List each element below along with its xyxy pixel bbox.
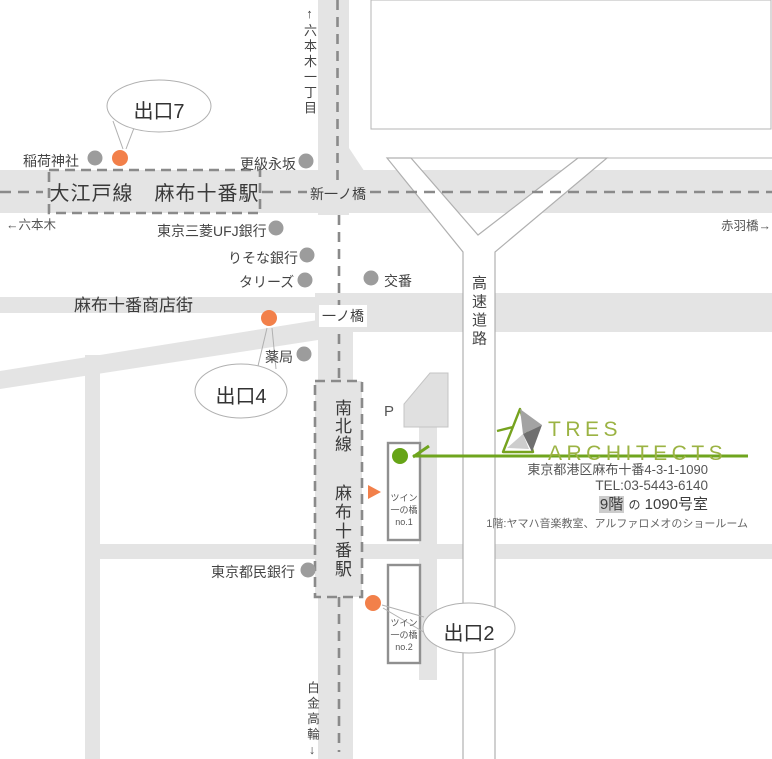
expressway-label: 高速道路 [470, 275, 487, 349]
police-box-label: 交番 [384, 273, 412, 289]
road-diagonal [0, 320, 318, 389]
parking-building [403, 372, 449, 428]
street-roppongi-itchome: ↑六本木一丁目 [302, 6, 317, 117]
twin-no2-label: ツイン 一の橋 no.2 [388, 617, 420, 653]
shotengai-label: 麻布十番商店街 [74, 296, 193, 315]
twin-no1-line1: ツイン [390, 493, 418, 503]
gray-markers [87, 150, 379, 578]
nanboku-station-label: 麻布十番駅 [332, 484, 351, 579]
tomin-bank-marker [300, 562, 316, 578]
orange-markers [112, 150, 381, 611]
callouts [106, 79, 516, 654]
company-note: 1階:ヤマハ音楽教室、アルファロメオのショールーム [486, 518, 748, 530]
mitsubishi-ufj-label: 東京三菱UFJ銀行 [157, 223, 267, 239]
company-tel: TEL:03-5443-6140 [595, 478, 708, 493]
company-room-line: 9階 の 1090号室 [420, 495, 728, 515]
resona-label: りそな銀行 [228, 250, 298, 266]
city-block [370, 0, 772, 130]
inari-shrine-label: 稲荷神社 [23, 153, 79, 169]
resona-marker [299, 247, 315, 263]
tres-logo-icon [496, 407, 542, 454]
exit7-label: 出口7 [133, 101, 185, 123]
pharmacy-marker [296, 346, 312, 362]
expressway-junction [385, 157, 609, 759]
oedo-station-label: 大江戸線 麻布十番駅 [49, 183, 260, 205]
exit4-label: 出口4 [215, 386, 267, 408]
sarashina-nagasaka-marker [298, 153, 314, 169]
office-location-marker [392, 448, 408, 464]
twin-no1-label: ツイン 一の橋 no.1 [388, 492, 420, 528]
tomin-bank-label: 東京都民銀行 [211, 564, 295, 580]
street-shirokane-takanawa: 白金高輪↓ [305, 681, 319, 759]
shin-ichinohashi-label: 新一ノ橋 [307, 184, 369, 204]
tullys-marker [297, 272, 313, 288]
twin-no2-line2: 一の橋 [390, 630, 418, 640]
twin-no2-line3: no.2 [395, 642, 413, 652]
exit2-marker [365, 595, 381, 611]
nanboku-line-label: 南北線 [332, 399, 351, 453]
company-particle: の [628, 498, 641, 512]
pointer-arrow-icon [412, 444, 430, 459]
exit7-balloon [106, 79, 212, 133]
road-ichinohashi-east [315, 293, 772, 332]
exit4-balloon [194, 363, 288, 419]
nanboku-station-box [313, 379, 364, 599]
police-box-marker [363, 270, 379, 286]
tullys-label: タリーズ [239, 274, 295, 290]
company-room: 1090号室 [644, 496, 708, 513]
akabanebashi-east-label: 赤羽橋→ [721, 219, 772, 233]
mitsubishi-ufj-marker [268, 220, 284, 236]
pointer-line [412, 444, 748, 459]
oedo-station-box [47, 168, 262, 215]
exit2-balloon [422, 602, 516, 654]
twin-no1-line2: 一の橋 [390, 505, 418, 515]
entrance-arrow-icon [368, 485, 381, 499]
pharmacy-label: 薬局 [265, 349, 293, 365]
inari-shrine-marker [87, 150, 103, 166]
road-shotengai [0, 297, 318, 313]
twin-no2-line1: ツイン [390, 618, 418, 628]
twin-no1-line3: no.1 [395, 517, 413, 527]
company-address: 東京都港区麻布十番4-3-1-1090 [527, 462, 708, 477]
exit4-marker [261, 310, 277, 326]
company-address-block: 東京都港区麻布十番4-3-1-1090 TEL:03-5443-6140 9階 … [420, 462, 748, 531]
roppongi-west-label: ←六本木 [6, 218, 57, 232]
company-floor: 9階 [598, 496, 625, 513]
company-name: TRES ARCHITECTS [548, 418, 728, 465]
ichinohashi-label: 一ノ橋 [319, 305, 367, 327]
exit2-label: 出口2 [443, 623, 495, 645]
parking-label: P [384, 403, 395, 420]
sarashina-nagasaka-label: 更級永坂 [240, 156, 296, 172]
exit7-marker [112, 150, 128, 166]
